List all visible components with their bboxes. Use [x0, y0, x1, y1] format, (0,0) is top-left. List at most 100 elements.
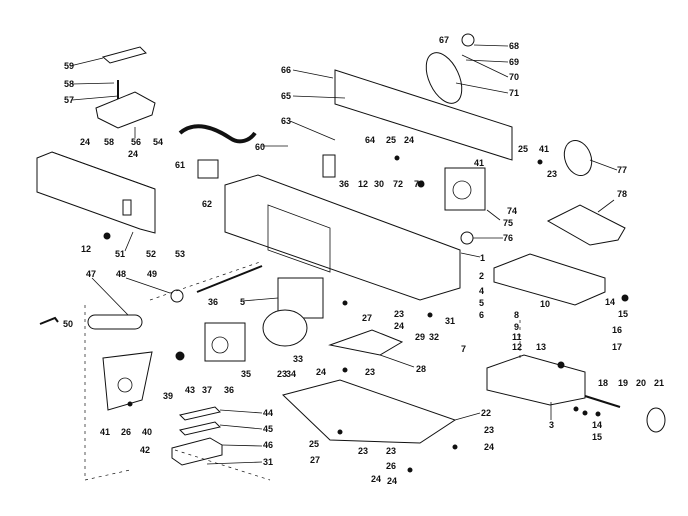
part-71-guard [425, 52, 463, 104]
part-label: 40 [142, 427, 153, 437]
part-label: 36 [339, 179, 350, 189]
part-label: 32 [429, 332, 440, 342]
part-label: 19 [618, 378, 629, 388]
part-label: 23 [394, 309, 405, 319]
part-48-pulley [170, 289, 184, 303]
part-label: 41 [474, 158, 485, 168]
part-label: 31 [263, 457, 274, 467]
part-label: 42 [140, 445, 151, 455]
part-78-handle [546, 204, 626, 246]
part-label: 61 [175, 160, 186, 170]
part-75-box [444, 167, 486, 211]
part-label: 60 [255, 142, 266, 152]
part-2-table [493, 253, 606, 306]
part-label: 68 [509, 41, 520, 51]
part-label: 24 [394, 321, 405, 331]
part-label: 8 [514, 310, 520, 320]
part-label: 17 [612, 342, 623, 352]
part-label: 23 [484, 425, 495, 435]
part-77-tube [563, 140, 593, 176]
part-label: 24 [404, 135, 415, 145]
part-label: 5 [479, 298, 485, 308]
part-59-plate [101, 46, 147, 64]
part-label: 56 [131, 137, 142, 147]
part-label: 3 [549, 420, 555, 430]
part-label: 50 [63, 319, 74, 329]
part-label: 29 [415, 332, 426, 342]
part-label: 59 [64, 61, 75, 71]
part-label: 36 [208, 297, 219, 307]
part-66-rail [334, 69, 513, 161]
part-label: 53 [175, 249, 186, 259]
part-label: 23 [547, 169, 558, 179]
part-18-rod [584, 395, 621, 408]
part-label: 24 [316, 367, 327, 377]
part-label: 30 [374, 179, 385, 189]
part-label: 11 [512, 332, 522, 342]
part-label: 63 [281, 116, 292, 126]
part-label: 58 [64, 79, 75, 89]
part-label: 67 [439, 35, 450, 45]
part-label: 66 [281, 65, 292, 75]
part-label: 26 [386, 461, 397, 471]
part-label: 27 [310, 455, 321, 465]
part-label: 37 [202, 385, 213, 395]
part-label: 16 [612, 325, 623, 335]
part-label: 70 [509, 72, 520, 82]
part-45-strip [179, 421, 221, 436]
part-label: 41 [100, 427, 111, 437]
part-33-cylinder [262, 309, 308, 347]
part-label: 1 [480, 253, 486, 263]
part-label: 21 [654, 378, 665, 388]
part-label: 47 [86, 269, 97, 279]
part-label: 23 [358, 446, 369, 456]
part-56-tray [95, 91, 156, 129]
part-label: 65 [281, 91, 292, 101]
part-label: 20 [636, 378, 647, 388]
part-21-knob [646, 407, 666, 433]
part-label: 4 [479, 286, 485, 296]
part-label: 18 [598, 378, 609, 388]
part-60-cord [178, 124, 257, 144]
part-label: 15 [592, 432, 603, 442]
part-label: 72 [393, 179, 404, 189]
part-label: 28 [416, 364, 427, 374]
part-label: 64 [365, 135, 376, 145]
part-label: 77 [617, 165, 628, 175]
part-1-main-body [224, 174, 461, 301]
part-label: 27 [362, 313, 373, 323]
part-label: 36 [224, 385, 235, 395]
part-label: 25 [309, 439, 320, 449]
part-label: 43 [185, 385, 196, 395]
part-22-plate [282, 379, 457, 444]
part-63-bracket [322, 154, 336, 178]
part-label: 24 [484, 442, 495, 452]
part-label: 10 [540, 299, 551, 309]
part-label: 25 [518, 144, 529, 154]
part-label: 52 [146, 249, 157, 259]
part-label: 31 [445, 316, 456, 326]
part-label: 24 [128, 149, 139, 159]
part-label: 22 [481, 408, 492, 418]
part-50-key [39, 316, 59, 325]
part-49-shaft [196, 265, 263, 293]
part-61-switch [197, 159, 219, 179]
part-label: 14 [592, 420, 603, 430]
part-label: 12 [358, 179, 369, 189]
part-label: 54 [153, 137, 164, 147]
part-label: 7 [461, 344, 467, 354]
part-label: 76 [503, 233, 514, 243]
part-label: 78 [617, 189, 628, 199]
part-label: 12 [512, 342, 523, 352]
part-label: 69 [509, 57, 520, 67]
part-61-housing [36, 151, 156, 234]
part-label: 48 [116, 269, 127, 279]
part-label: 26 [121, 427, 132, 437]
part-35-motor [204, 322, 246, 362]
part-44-strip [179, 406, 221, 421]
part-label: 51 [115, 249, 126, 259]
part-label: 23 [277, 369, 288, 379]
part-label: 25 [386, 135, 397, 145]
part-label: 13 [536, 342, 547, 352]
